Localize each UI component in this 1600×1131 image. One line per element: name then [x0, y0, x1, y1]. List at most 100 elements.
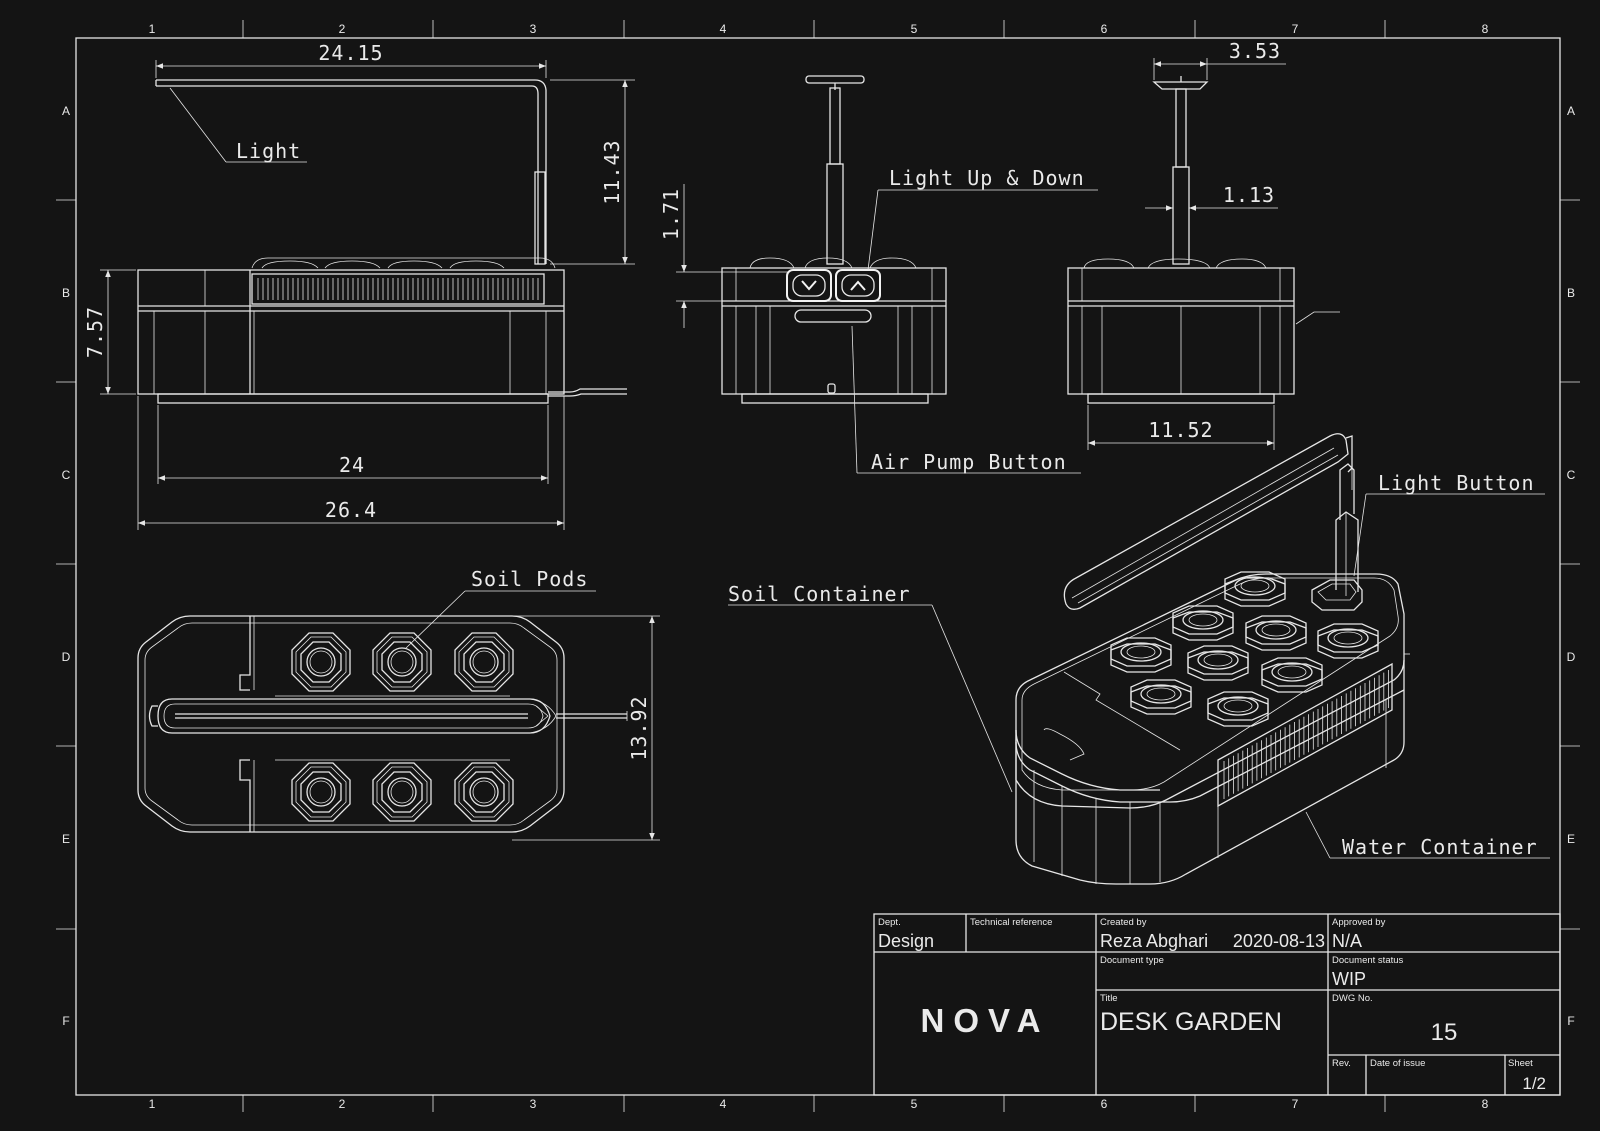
dim-light-length-value: 24.15 [318, 41, 383, 65]
dim-pole-width-value: 1.13 [1223, 183, 1275, 207]
top-view-pod [291, 762, 351, 822]
side-view-controls [721, 75, 947, 404]
light-button-label: Light Button [1378, 471, 1535, 495]
light-button-callout: Light Button [1353, 471, 1545, 577]
created-by-value: Reza Abghari [1100, 931, 1208, 951]
iso-pod [1130, 679, 1192, 715]
zone-row-left-d: D [62, 650, 71, 664]
zone-row-left-b: B [62, 286, 70, 300]
isometric-view [1015, 433, 1410, 885]
air-pump-callout: Air Pump Button [851, 325, 1081, 474]
iso-pod [1317, 623, 1379, 659]
dimension-light-length: 24.15 [155, 41, 547, 78]
zone-row-left-e: E [62, 832, 70, 846]
rev-label: Rev. [1332, 1058, 1351, 1069]
title-label: Title [1100, 993, 1118, 1004]
zone-col-bottom-3: 3 [530, 1097, 537, 1111]
zone-col-top-6: 6 [1101, 22, 1108, 36]
date-of-issue-label: Date of issue [1370, 1058, 1425, 1069]
zone-col-top-2: 2 [339, 22, 346, 36]
dim-base-height-value: 7.57 [83, 306, 107, 358]
zone-row-left-c: C [62, 468, 71, 482]
iso-pod [1224, 571, 1286, 607]
zone-row-right-e: E [1567, 832, 1575, 846]
water-container-label: Water Container [1342, 835, 1538, 859]
top-view-pod [372, 632, 432, 692]
dimension-light-head-width: 3.53 [1153, 39, 1286, 80]
dwg-no-label: DWG No. [1332, 993, 1373, 1004]
zone-col-bottom-5: 5 [911, 1097, 918, 1111]
doc-type-label: Document type [1100, 955, 1164, 966]
zone-col-bottom-8: 8 [1482, 1097, 1489, 1111]
zone-col-bottom-6: 6 [1101, 1097, 1108, 1111]
water-container-callout: Water Container [1305, 811, 1550, 859]
zone-col-bottom-1: 1 [149, 1097, 156, 1111]
sheet-value: 1/2 [1522, 1074, 1546, 1093]
light-up-down-callout: Light Up & Down [867, 166, 1098, 271]
dimension-side-width: 11.52 [1087, 405, 1275, 450]
zone-row-right-b: B [1567, 286, 1575, 300]
zone-col-top-3: 3 [530, 22, 537, 36]
dimension-light-height: 11.43 [550, 79, 635, 265]
approved-by-label: Approved by [1332, 917, 1386, 928]
iso-pod [1245, 615, 1307, 651]
zone-col-bottom-7: 7 [1292, 1097, 1299, 1111]
zone-col-top-8: 8 [1482, 22, 1489, 36]
dimension-top-depth: 13.92 [512, 615, 660, 841]
iso-pod [1187, 645, 1249, 681]
zone-col-bottom-4: 4 [720, 1097, 727, 1111]
dimension-front-button-height: 1.71 [659, 184, 788, 328]
tech-ref-label: Technical reference [970, 917, 1052, 928]
zone-col-top-5: 5 [911, 22, 918, 36]
dwg-no-value: 15 [1431, 1019, 1458, 1046]
dim-total-length-value: 26.4 [325, 498, 377, 522]
dept-label: Dept. [878, 917, 901, 928]
zone-col-bottom-2: 2 [339, 1097, 346, 1111]
zone-row-right-a: A [1567, 104, 1575, 118]
dimension-base-height: 7.57 [83, 269, 136, 395]
dept-value: Design [878, 931, 934, 951]
zone-row-right-d: D [1567, 650, 1576, 664]
dim-light-height-value: 11.43 [600, 139, 624, 204]
sheet-label: Sheet [1508, 1058, 1533, 1069]
dimension-total-length: 26.4 [137, 396, 565, 530]
doc-status-label: Document status [1332, 955, 1404, 966]
dim-light-head-width-value: 3.53 [1229, 39, 1281, 63]
zone-row-right-f: F [1567, 1014, 1574, 1028]
front-view [137, 79, 627, 404]
zone-col-top-1: 1 [149, 22, 156, 36]
nova-logo: NOVA [921, 1002, 1050, 1039]
zone-col-top-7: 7 [1292, 22, 1299, 36]
zone-row-left-a: A [62, 104, 70, 118]
top-view-pod [291, 632, 351, 692]
approved-by-value: N/A [1332, 931, 1362, 951]
zone-row-left-f: F [62, 1014, 69, 1028]
created-date-value: 2020-08-13 [1233, 931, 1325, 951]
title-block: Dept. Technical reference Created by App… [873, 913, 1561, 1096]
doc-status-value: WIP [1332, 969, 1366, 989]
zone-row-right-c: C [1567, 468, 1576, 482]
sheet-border [75, 37, 1561, 1096]
dim-front-button-height-value: 1.71 [659, 188, 683, 240]
soil-container-label: Soil Container [728, 582, 911, 606]
title-value: DESK GARDEN [1100, 1008, 1282, 1036]
light-up-down-label: Light Up & Down [889, 166, 1085, 190]
air-pump-label: Air Pump Button [871, 450, 1067, 474]
dim-base-length-value: 24 [339, 453, 365, 477]
zone-grid: 1 2 3 4 5 6 7 8 1 2 3 4 5 6 7 8 A B C D … [56, 20, 1580, 1112]
dimension-pole-width: 1.13 [1145, 183, 1278, 211]
light-label: Light [236, 139, 301, 163]
soil-container-callout: Soil Container [728, 582, 1013, 793]
iso-pod [1172, 605, 1234, 641]
side-view-profile [1067, 76, 1340, 404]
created-by-label: Created by [1100, 917, 1147, 928]
dim-top-depth-value: 13.92 [627, 695, 651, 760]
iso-pod [1261, 657, 1323, 693]
zone-col-top-4: 4 [720, 22, 727, 36]
dim-side-width-value: 11.52 [1148, 418, 1213, 442]
top-view-pod [372, 762, 432, 822]
top-view-pod [454, 762, 514, 822]
top-view [137, 615, 628, 833]
top-view-pod [454, 632, 514, 692]
